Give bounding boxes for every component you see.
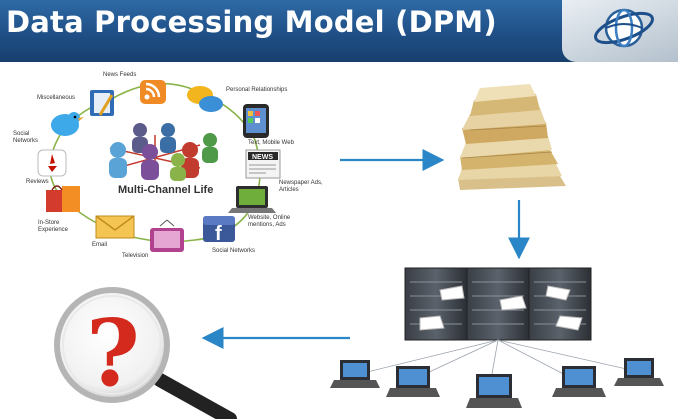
label-text-mobile-web: Text, Mobile Web: [248, 140, 294, 146]
facebook-glyph: f: [215, 223, 222, 245]
people-cluster-icon: [109, 123, 218, 181]
twitter-bird-icon: [51, 112, 84, 136]
globe-orbit-logo-icon: [594, 8, 654, 48]
chat-bubbles-icon: [187, 86, 223, 112]
label-news-feeds: News Feeds: [103, 72, 137, 78]
newspaper-masthead: NEWS: [252, 154, 273, 161]
label-social-networks-fb: Social Networks: [212, 248, 256, 254]
rss-icon: [140, 80, 166, 104]
question-mark: ?: [86, 299, 140, 407]
envelope-icon: [95, 215, 135, 239]
magnifier-question-icon: [54, 287, 237, 419]
smartphone-icon: [243, 104, 269, 138]
label-miscellaneous: Miscellaneous: [37, 95, 76, 101]
facebook-icon: [203, 216, 235, 242]
label-in-store-experience: In-Store Experience: [38, 220, 69, 233]
logo-panel: [562, 0, 678, 62]
label-social-networks-bird: Social Networks: [13, 131, 39, 144]
tv-icon: [150, 219, 184, 252]
label-newspaper-ads: Newspaper Ads, Articles: [279, 180, 323, 193]
newspaper-icon: [245, 149, 281, 179]
label-television: Television: [122, 253, 149, 259]
laptop-icon: [228, 186, 276, 213]
shopping-bag-icon: [46, 185, 80, 212]
server-rack-icon: [330, 267, 664, 408]
notebook-icon: [90, 90, 114, 116]
label-website-online: Website, Online mentions, Ads: [248, 215, 291, 228]
label-email: Email: [92, 242, 108, 248]
label-reviews: Reviews: [26, 179, 49, 185]
page-title: Data Processing Model (DPM): [6, 5, 497, 39]
yelp-icon: [37, 149, 67, 177]
label-personal-relationships: Personal Relationships: [226, 87, 288, 93]
paper-stack-icon: [458, 84, 566, 190]
hub-center-label: Multi-Channel Life: [118, 184, 214, 196]
